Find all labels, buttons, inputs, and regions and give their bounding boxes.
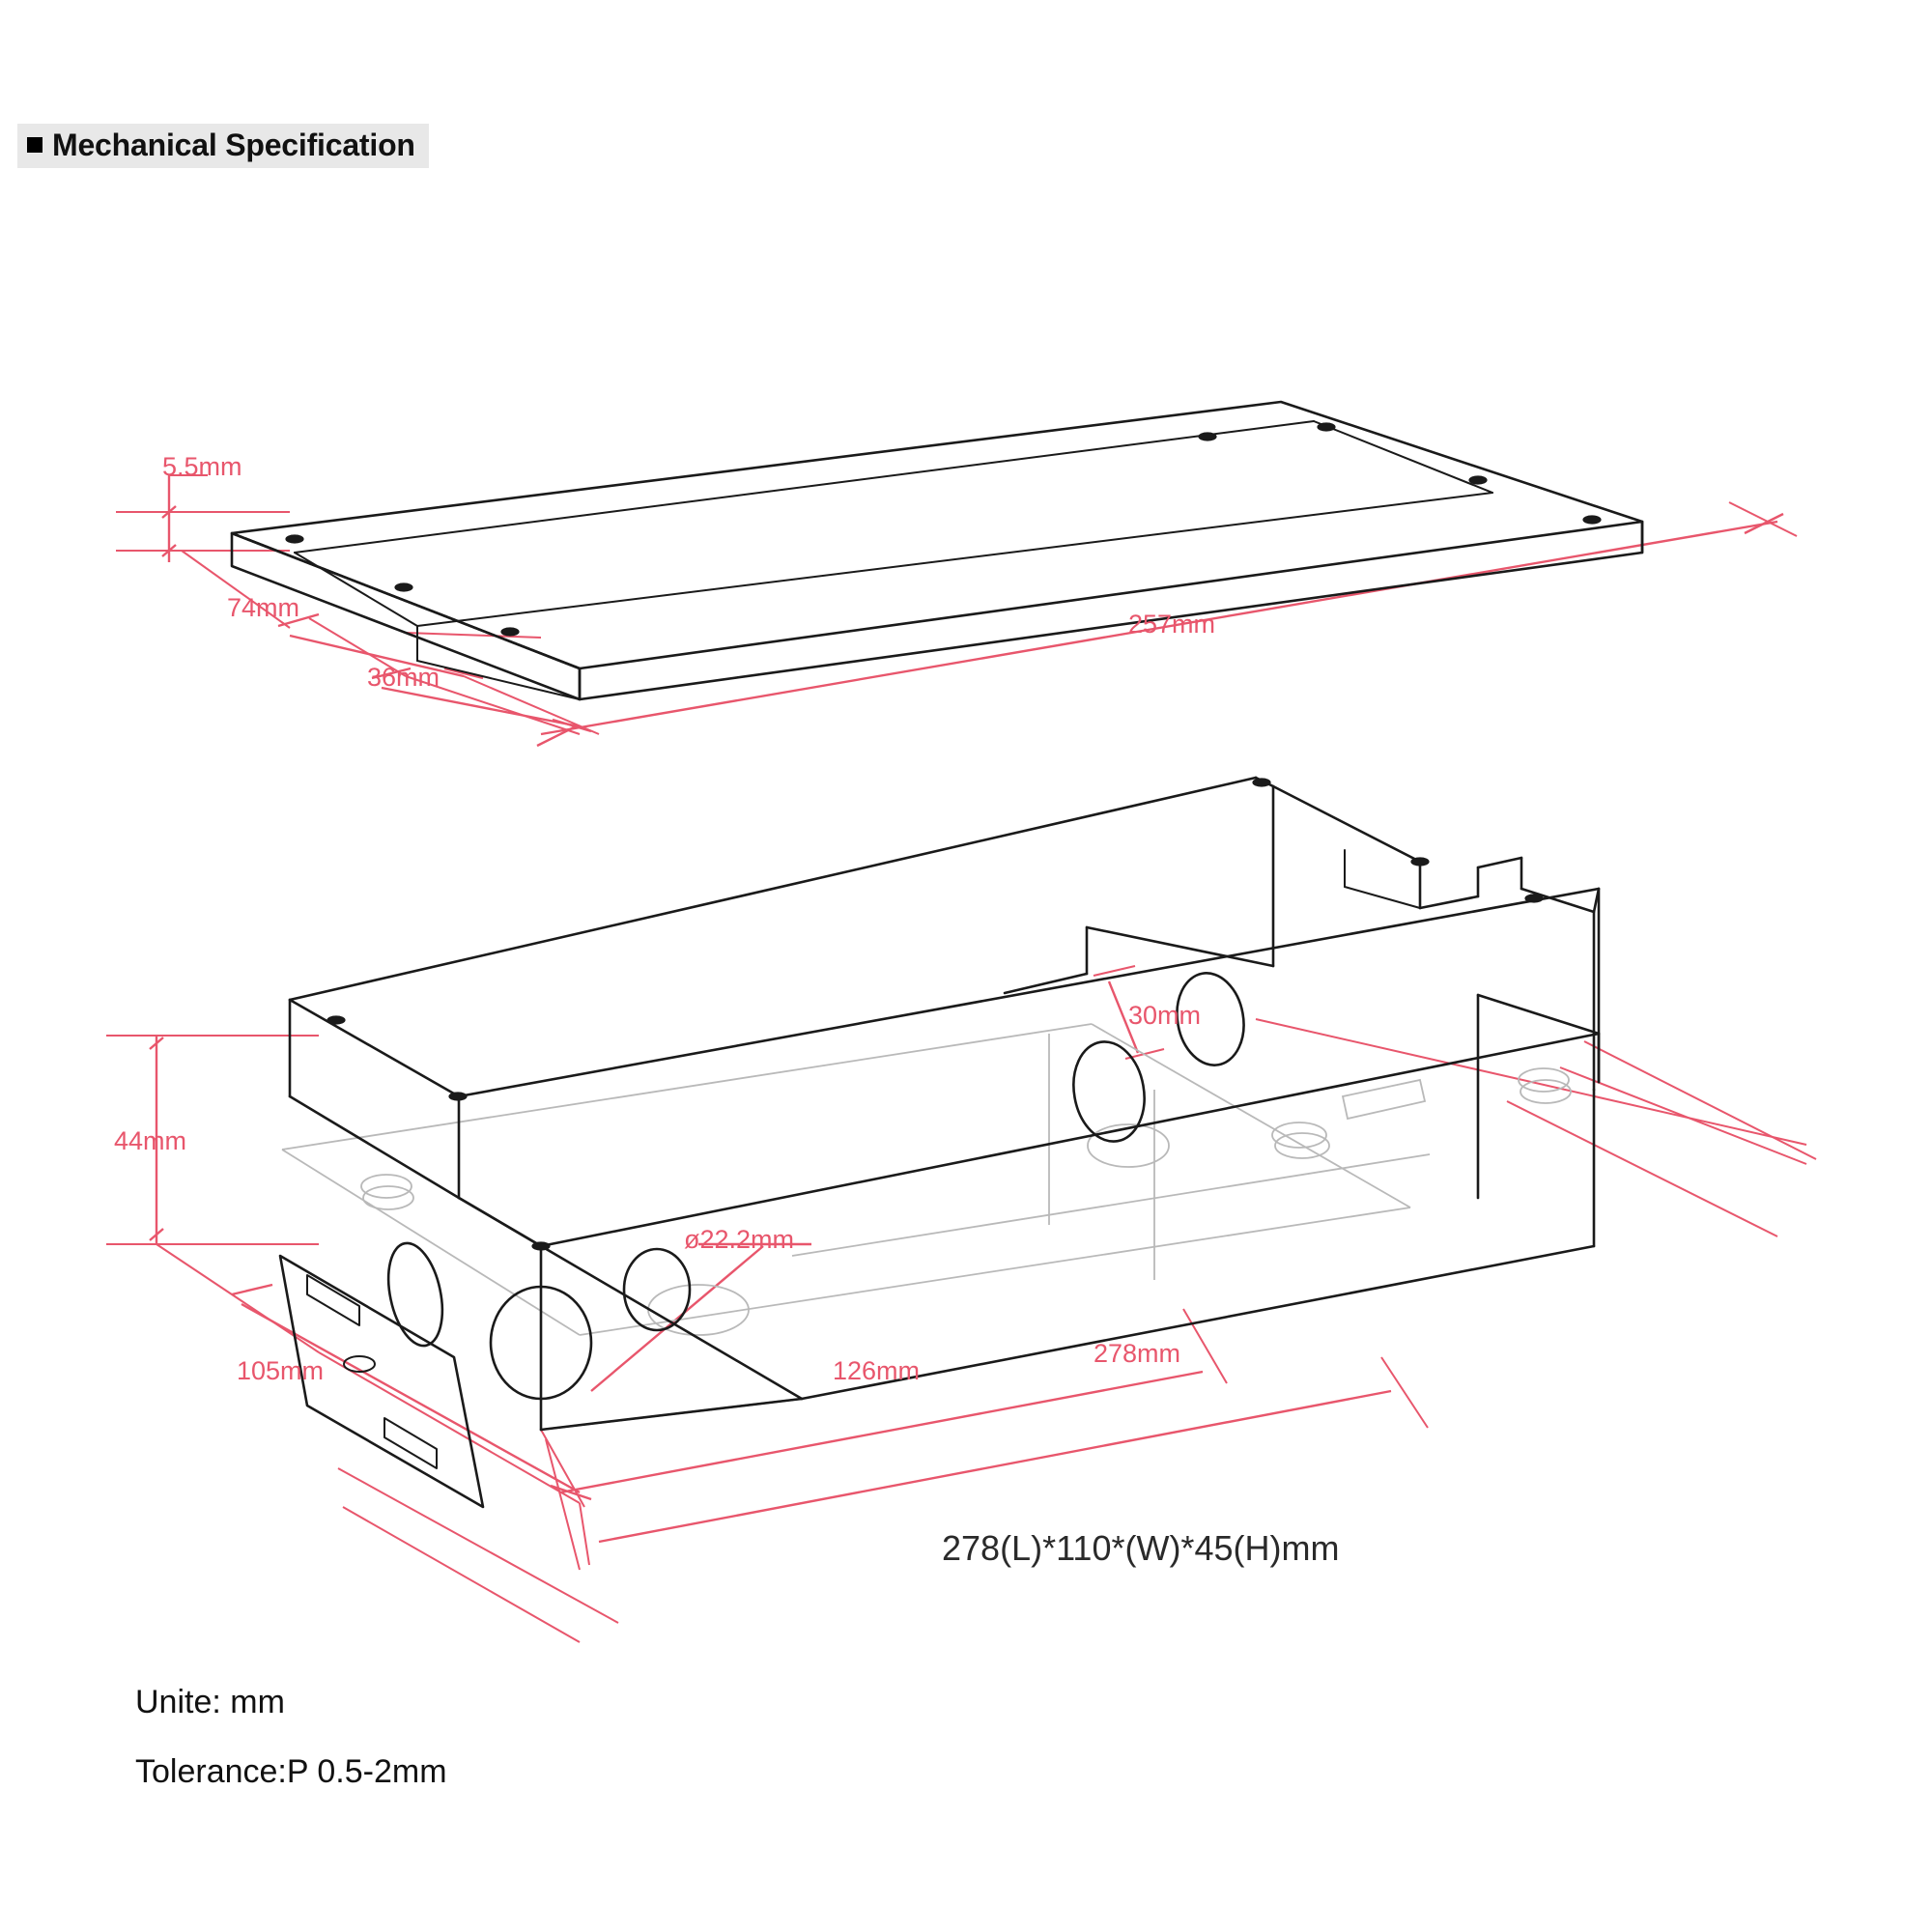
section-heading: Mechanical Specification	[17, 124, 429, 168]
box-hidden-lines	[281, 1023, 1572, 1336]
dim-label-cover-length: 257mm	[1128, 610, 1215, 639]
cover-plate-view: 5.5mm 74mm 36mm 257mm	[116, 400, 1798, 748]
overall-size-caption: 278(L)*110*(W)*45(H)mm	[942, 1528, 1339, 1568]
square-bullet-icon	[27, 137, 43, 153]
page-title: Mechanical Specification	[52, 128, 415, 162]
dim-label-cover-step: 36mm	[367, 663, 440, 692]
cover-dimension-lines	[116, 474, 1798, 748]
note-tolerance: Tolerance:P 0.5-2mm	[135, 1753, 447, 1790]
box-dimension-lines	[106, 965, 1817, 1643]
chassis-box-body	[278, 776, 1601, 1509]
cover-plate-body	[230, 400, 1644, 701]
dim-label-box-height: 44mm	[114, 1126, 186, 1155]
dim-label-cover-thickness: 5.5mm	[162, 452, 242, 481]
chassis-box-view: 30mm 44mm 105mm ø22.2mm 126mm 278mm	[106, 776, 1817, 1643]
footer-notes: Unite: mm Tolerance:P 0.5-2mm	[135, 1686, 447, 1825]
dim-label-box-length: 278mm	[1094, 1339, 1180, 1368]
dim-label-knockout-diameter: ø22.2mm	[684, 1225, 794, 1254]
dim-label-cover-width: 74mm	[227, 593, 299, 622]
note-unit: Unite: mm	[135, 1684, 285, 1720]
dim-label-box-inner-length: 126mm	[833, 1356, 920, 1385]
dim-label-box-notch: 30mm	[1128, 1001, 1201, 1030]
dim-label-box-width: 105mm	[237, 1356, 324, 1385]
